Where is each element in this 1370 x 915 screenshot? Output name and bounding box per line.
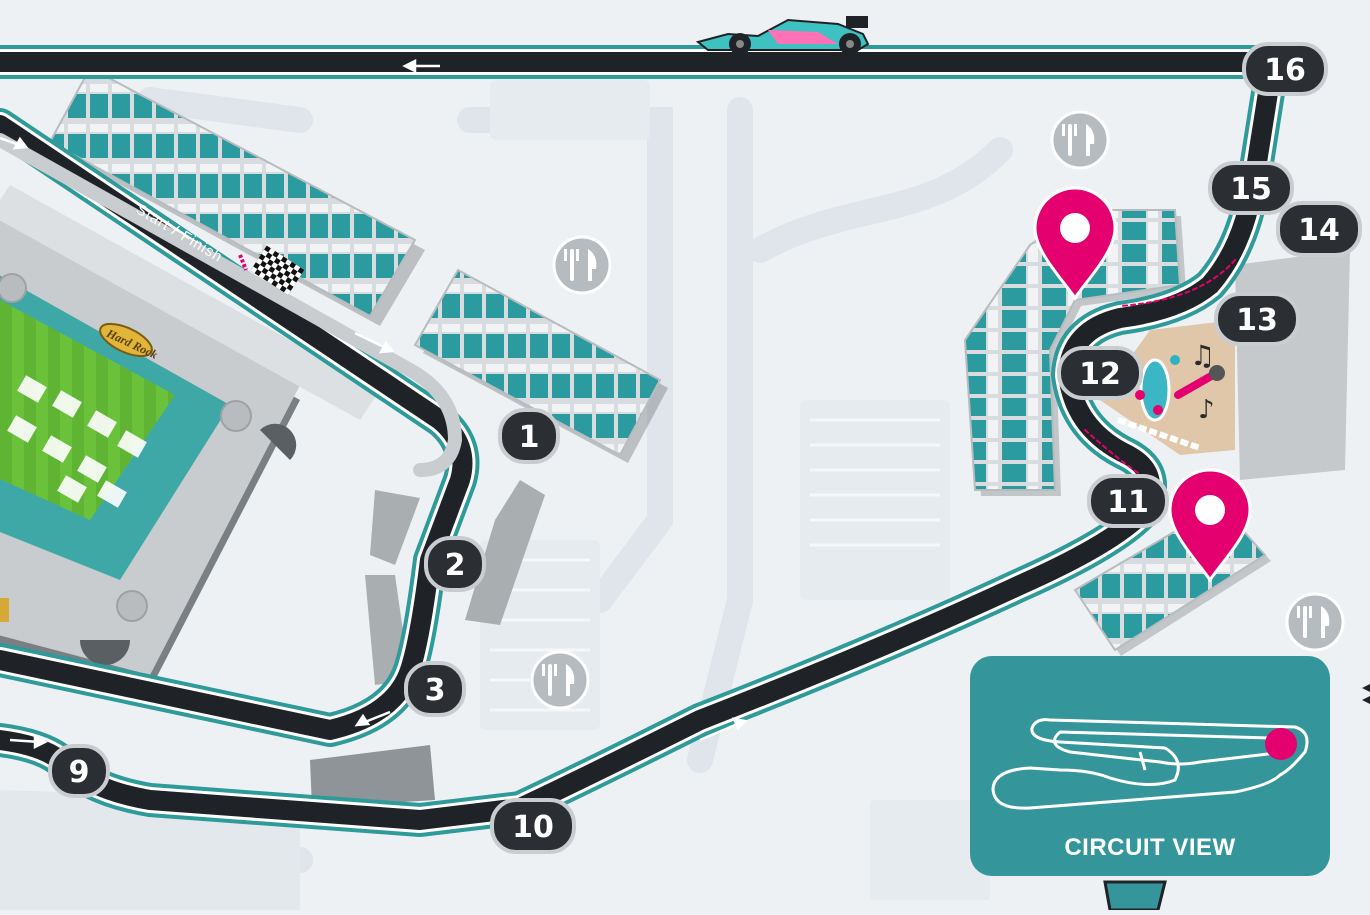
food-marker-4[interactable] — [1285, 592, 1345, 652]
stadium — [0, 185, 380, 690]
checkered-flag-line — [250, 245, 305, 296]
turn-label: 15 — [1230, 172, 1272, 207]
food-marker-1[interactable] — [552, 235, 612, 295]
turn-badge-12[interactable]: 12 — [1057, 346, 1143, 400]
turn-label: 13 — [1236, 303, 1278, 338]
right-edge-arrow-icon — [1362, 684, 1370, 704]
turn-badge-10[interactable]: 10 — [490, 798, 576, 854]
fork-knife-icon — [542, 664, 575, 696]
turn-label: 12 — [1079, 357, 1121, 392]
fork-knife-icon — [1297, 606, 1330, 638]
circuit-view-label: CIRCUIT VIEW — [1064, 834, 1235, 861]
current-location-dot — [1265, 728, 1297, 760]
turn-badge-3[interactable]: 3 — [404, 661, 466, 717]
yellow-block — [0, 598, 9, 622]
turn-label: 16 — [1264, 53, 1306, 88]
fork-knife-icon — [564, 249, 597, 281]
turn-badge-9[interactable]: 9 — [48, 744, 110, 798]
svg-text:♪: ♪ — [1198, 395, 1215, 425]
turn-label: 11 — [1107, 485, 1149, 520]
svg-text:♫: ♫ — [1190, 339, 1215, 372]
turn-badge-14[interactable]: 14 — [1276, 201, 1362, 257]
turn-label: 9 — [69, 755, 90, 790]
turn-badge-15[interactable]: 15 — [1208, 161, 1294, 215]
turn-badge-1[interactable]: 1 — [498, 408, 560, 464]
fork-knife-icon — [1062, 124, 1095, 156]
parking-rows — [490, 418, 940, 712]
turn-label: 10 — [512, 810, 554, 845]
turn-label: 2 — [445, 548, 466, 583]
music-note-icon: ♫ ♪ — [1190, 339, 1215, 425]
food-marker-2[interactable] — [1050, 110, 1110, 170]
grid-marker — [238, 254, 248, 271]
location-pin-1[interactable] — [1033, 186, 1117, 301]
location-pin-2[interactable] — [1168, 468, 1252, 583]
microphone-icon — [1174, 365, 1225, 399]
turn-badge-16[interactable]: 16 — [1242, 42, 1328, 96]
circuit-view-button[interactable]: CIRCUIT VIEW — [970, 656, 1330, 876]
turn-badge-11[interactable]: 11 — [1087, 474, 1169, 528]
bottom-structure — [1103, 880, 1167, 912]
race-car-icon — [695, 16, 870, 55]
direction-arrows — [0, 58, 748, 750]
turn-label: 3 — [425, 673, 446, 708]
turn-label: 1 — [519, 420, 540, 455]
turn-badge-2[interactable]: 2 — [424, 536, 486, 592]
food-marker-3[interactable] — [530, 650, 590, 710]
turn-label: 14 — [1298, 213, 1340, 248]
turn-badge-13[interactable]: 13 — [1214, 292, 1300, 346]
